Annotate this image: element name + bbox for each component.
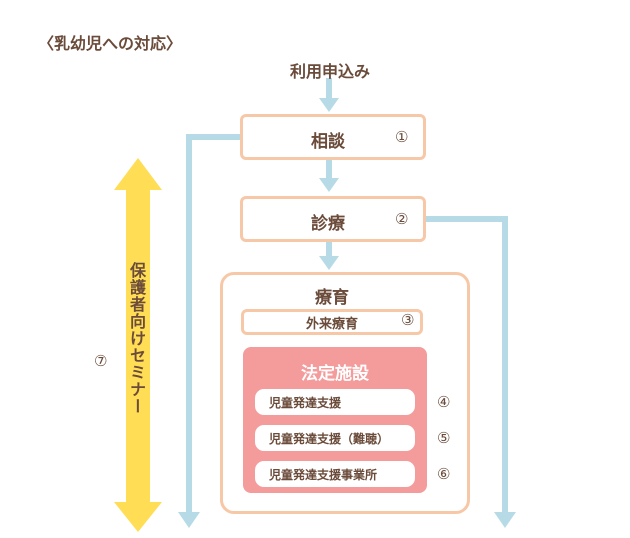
- legal-item-5-number: ⑤: [437, 429, 451, 447]
- outpatient-therapy-number: ③: [401, 311, 415, 329]
- therapy-label: 療育: [315, 288, 349, 308]
- entry-label: 利用申込み: [289, 62, 370, 81]
- legal-item-4-number: ④: [437, 393, 451, 411]
- seminar-double-arrow: [114, 158, 162, 532]
- legal-item-child-development-office: 児童発達支援事業所: [255, 461, 415, 487]
- step-consult-box: 相談 ①: [240, 114, 426, 160]
- legal-facilities-title: 法定施設: [301, 364, 369, 384]
- legal-item-6-number: ⑥: [437, 465, 451, 483]
- step-consult-number: ①: [395, 128, 409, 146]
- arrow-consult-bypass: [178, 134, 242, 528]
- arrow-entry-to-consult: [319, 78, 339, 112]
- seminar-number: ⑦: [94, 352, 108, 370]
- outpatient-therapy-box: 外来療育: [241, 309, 423, 335]
- arrow-clinic-to-therapy: [319, 240, 339, 270]
- legal-item-child-development: 児童発達支援: [255, 389, 415, 415]
- step-consult-label: 相談: [311, 132, 345, 152]
- arrow-consult-to-clinic: [319, 160, 339, 192]
- step-clinic-label: 診療: [311, 214, 345, 234]
- step-clinic-box: 診療 ②: [240, 196, 426, 242]
- legal-item-child-development-hearing: 児童発達支援（難聴）: [255, 425, 415, 451]
- seminar-label: 保護者向けセミナー: [127, 262, 146, 415]
- diagram-heading: 〈乳幼児への対応〉: [38, 34, 183, 53]
- step-clinic-number: ②: [395, 210, 409, 228]
- therapy-group: 療育 外来療育 ③ 法定施設 児童発達支援 児童発達支援（難聴） 児童発達支援事…: [220, 272, 470, 514]
- arrow-clinic-bypass: [426, 216, 516, 528]
- legal-facilities-box: 法定施設 児童発達支援 児童発達支援（難聴） 児童発達支援事業所: [243, 347, 427, 493]
